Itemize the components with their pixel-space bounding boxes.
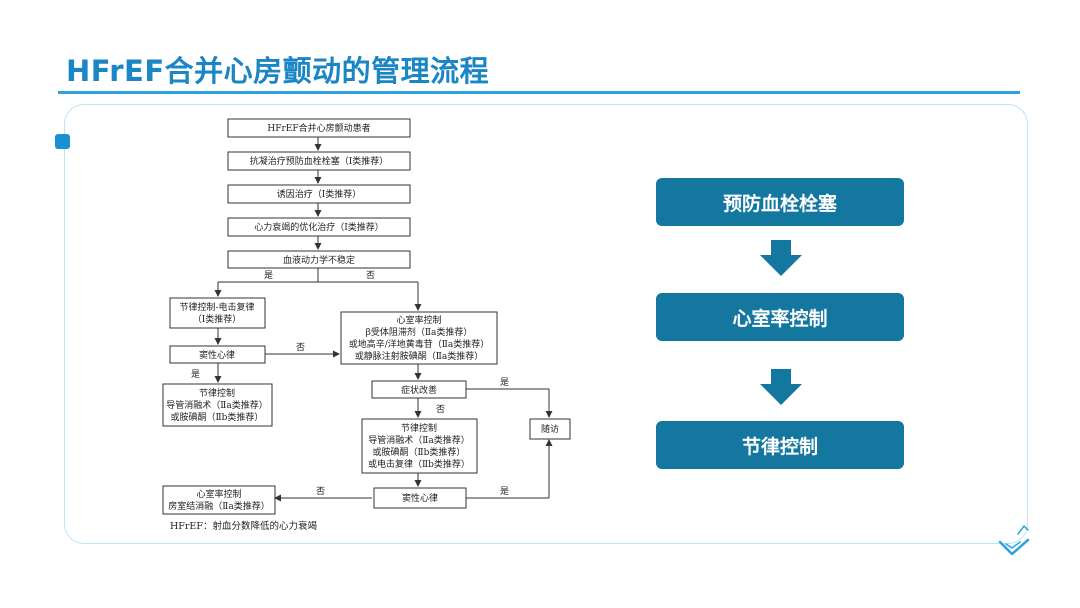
svg-text:节律控制: 节律控制 [401,422,437,434]
edge-label-no: 否 [296,342,305,353]
node-hemodynamic-unstable: 血液动力学不稳定 [227,250,411,269]
svg-text:随访: 随访 [541,423,559,435]
node-av-node-ablation: 心室率控制 房室结消融（Ⅱa类推荐） [162,485,276,515]
node-symptom-improvement: 症状改善 [371,380,467,399]
logo-mark-icon [998,524,1030,556]
svg-text:血液动力学不稳定: 血液动力学不稳定 [283,254,355,266]
step-box-rhythm-control: 节律控制 [656,421,904,469]
svg-text:症状改善: 症状改善 [401,384,437,396]
step-box-thromboembolism-prevention: 预防血栓栓塞 [656,178,904,226]
node-trigger-treatment: 诱因治疗（Ⅰ类推荐） [227,184,411,204]
svg-text:或胺碘酮（Ⅱb类推荐）: 或胺碘酮（Ⅱb类推荐） [171,411,264,423]
step-label: 节律控制 [741,435,818,458]
step-label: 心室率控制 [732,307,828,330]
svg-text:心室率控制: 心室率控制 [396,314,441,326]
svg-text:导管消融术（Ⅱa类推荐）: 导管消融术（Ⅱa类推荐） [368,434,469,446]
footnote: HFrEF：射血分数降低的心力衰竭 [170,520,317,532]
svg-text:或胺碘酮（Ⅱb类推荐）: 或胺碘酮（Ⅱb类推荐） [373,446,466,458]
down-arrow-icon [760,369,802,405]
edge-label-yes: 是 [500,486,509,497]
svg-text:诱因治疗（Ⅰ类推荐）: 诱因治疗（Ⅰ类推荐） [277,188,362,200]
svg-text:β受体阻滞剂（Ⅱa类推荐）: β受体阻滞剂（Ⅱa类推荐） [366,326,473,338]
svg-text:窦性心律: 窦性心律 [199,349,235,361]
svg-text:房室结消融（Ⅱa类推荐）: 房室结消融（Ⅱa类推荐） [168,500,269,512]
node-follow-up: 随访 [529,418,571,440]
edge-label-no: 否 [316,486,325,497]
edge-label-yes: 是 [264,270,273,281]
node-rhythm-control-mid: 节律控制 导管消融术（Ⅱa类推荐） 或胺碘酮（Ⅱb类推荐） 或电击复律（Ⅱb类推… [361,418,478,474]
svg-text:窦性心律: 窦性心律 [402,492,438,504]
svg-text:或电击复律（Ⅱb类推荐）: 或电击复律（Ⅱb类推荐） [368,458,470,470]
edge-label-yes: 是 [500,377,509,388]
svg-text:导管消融术（Ⅱa类推荐）: 导管消融术（Ⅱa类推荐） [166,399,267,411]
node-sinus-rhythm-bottom: 窦性心律 [373,487,467,509]
down-arrow-icon [760,240,802,276]
node-rate-control: 心室率控制 β受体阻滞剂（Ⅱa类推荐） 或地高辛/洋地黄毒苷（Ⅱa类推荐） 或静… [340,311,498,365]
node-sinus-rhythm-left: 窦性心律 [169,345,266,364]
step-label: 预防血栓栓塞 [722,192,837,215]
edge-label-no: 否 [366,270,375,281]
svg-text:（Ⅰ类推荐）: （Ⅰ类推荐） [193,313,242,325]
node-patients: HFrEF合并心房颤动患者 [227,118,411,138]
edge-label-no: 否 [436,404,445,415]
svg-text:心室率控制: 心室率控制 [196,488,241,500]
node-rhythm-control-left: 节律控制 导管消融术（Ⅱa类推荐） 或胺碘酮（Ⅱb类推荐） [162,383,273,427]
node-hf-optimization: 心力衰竭的优化治疗（Ⅰ类推荐） [227,217,411,237]
svg-text:或地高辛/洋地黄毒苷（Ⅱa类推荐）: 或地高辛/洋地黄毒苷（Ⅱa类推荐） [349,338,490,350]
step-box-rate-control: 心室率控制 [656,293,904,341]
node-cardioversion: 节律控制-电击复律 （Ⅰ类推荐） [169,297,266,329]
corner-square-icon [55,134,70,149]
edge-label-yes: 是 [191,369,200,380]
svg-text:或静脉注射胺碘酮（Ⅱa类推荐）: 或静脉注射胺碘酮（Ⅱa类推荐） [355,350,483,362]
title-underline [58,91,1020,94]
svg-text:HFrEF合并心房颤动患者: HFrEF合并心房颤动患者 [267,122,370,134]
svg-text:节律控制-电击复律: 节律控制-电击复律 [179,301,254,313]
svg-text:心力衰竭的优化治疗（Ⅰ类推荐）: 心力衰竭的优化治疗（Ⅰ类推荐） [254,221,384,233]
node-anticoagulation: 抗凝治疗预防血栓栓塞（Ⅰ类推荐） [227,151,411,171]
svg-text:抗凝治疗预防血栓栓塞（Ⅰ类推荐）: 抗凝治疗预防血栓栓塞（Ⅰ类推荐） [250,155,389,167]
flow-connectors [214,137,553,502]
page-title: HFrEF合并心房颤动的管理流程 [66,54,490,88]
svg-text:节律控制: 节律控制 [199,387,235,399]
